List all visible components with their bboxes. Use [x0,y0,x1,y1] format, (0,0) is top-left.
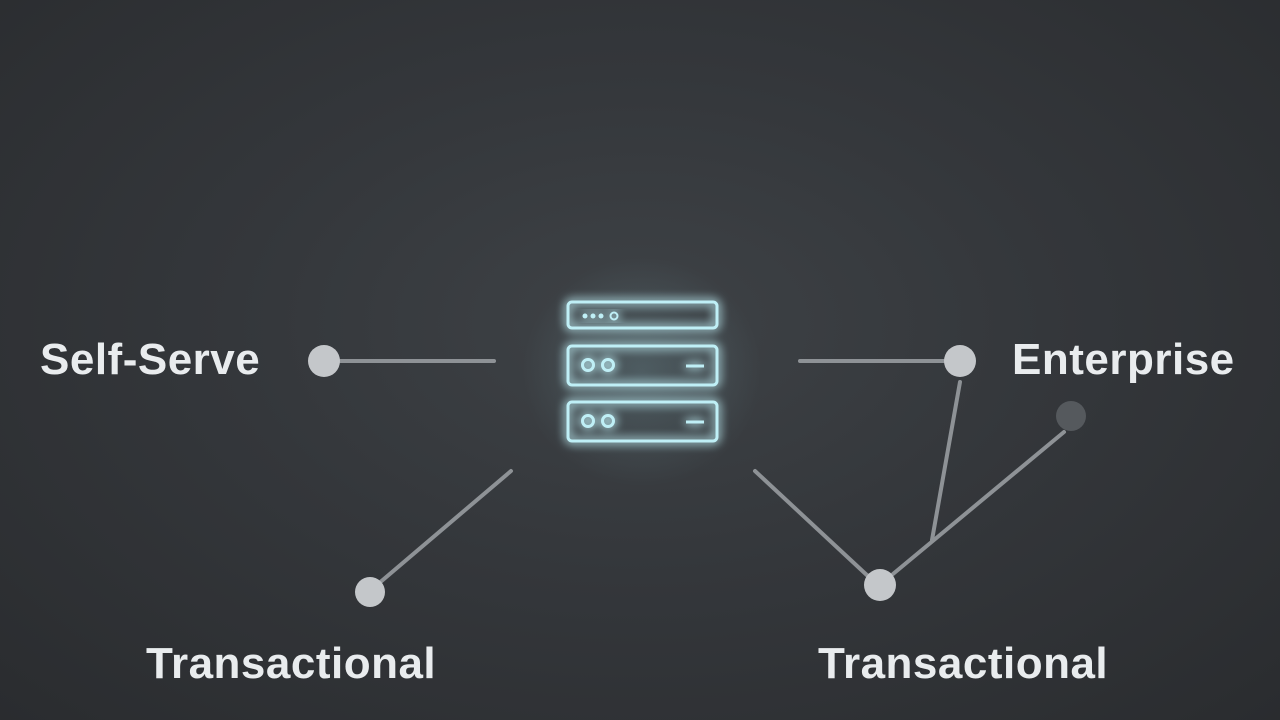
connector-enterprise-branch [930,380,962,542]
connector-transactional-right [753,469,872,580]
label-transactional-left: Transactional [146,639,437,688]
connector-secondary-branch [891,430,1066,576]
node-enterprise [944,345,976,377]
node-transactional-right [864,569,896,601]
label-enterprise: Enterprise [1012,335,1235,384]
label-self-serve: Self-Serve [40,335,261,384]
label-transactional-right: Transactional [818,639,1109,688]
node-secondary [1056,401,1086,431]
node-transactional-left [355,577,385,607]
connectors [336,359,1066,586]
connector-transactional-left [376,469,513,586]
server-stack-icon [522,257,762,487]
node-self-serve [308,345,340,377]
